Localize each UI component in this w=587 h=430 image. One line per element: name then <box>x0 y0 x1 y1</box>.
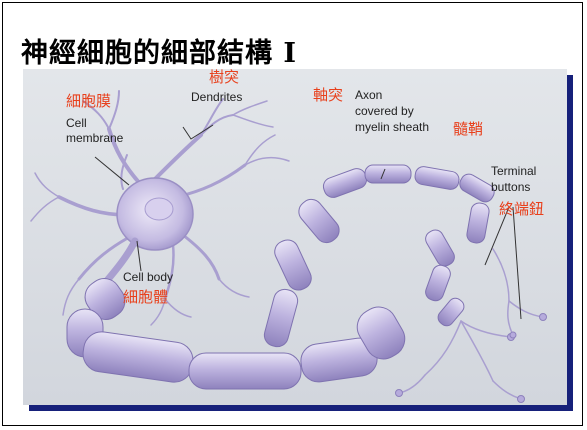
membrane-label-line1: Cell <box>66 117 87 131</box>
neuron-illustration <box>23 69 573 411</box>
slide-frame: 神經細胞的細部結構 I <box>2 2 583 426</box>
nucleus <box>145 198 173 220</box>
myelin-label-zh: 髓鞘 <box>453 121 483 138</box>
membrane-label-line2: membrane <box>66 132 123 146</box>
terminal-label-line1: Terminal <box>491 165 536 179</box>
axon-label-zh: 軸突 <box>313 87 343 104</box>
neuron-diagram: 樹突 Dendrites 細胞膜 Cell membrane 軸突 Axon c… <box>23 69 573 411</box>
dendrites-label-zh: 樹突 <box>209 69 239 86</box>
dendrites-label: Dendrites <box>191 91 242 105</box>
slide-title: 神經細胞的細部結構 I <box>21 31 297 70</box>
membrane-label-zh: 細胞膜 <box>66 93 111 110</box>
axon-label-line1: Axon <box>355 89 382 103</box>
axon-label-line3: myelin sheath <box>355 121 429 135</box>
cell-body-label-zh: 細胞體 <box>123 289 168 306</box>
terminal-label-zh: 終端鈕 <box>499 201 544 218</box>
terminal-label-line2: buttons <box>491 181 530 195</box>
axon-label-line2: covered by <box>355 105 414 119</box>
cell-body-label: Cell body <box>123 271 173 285</box>
